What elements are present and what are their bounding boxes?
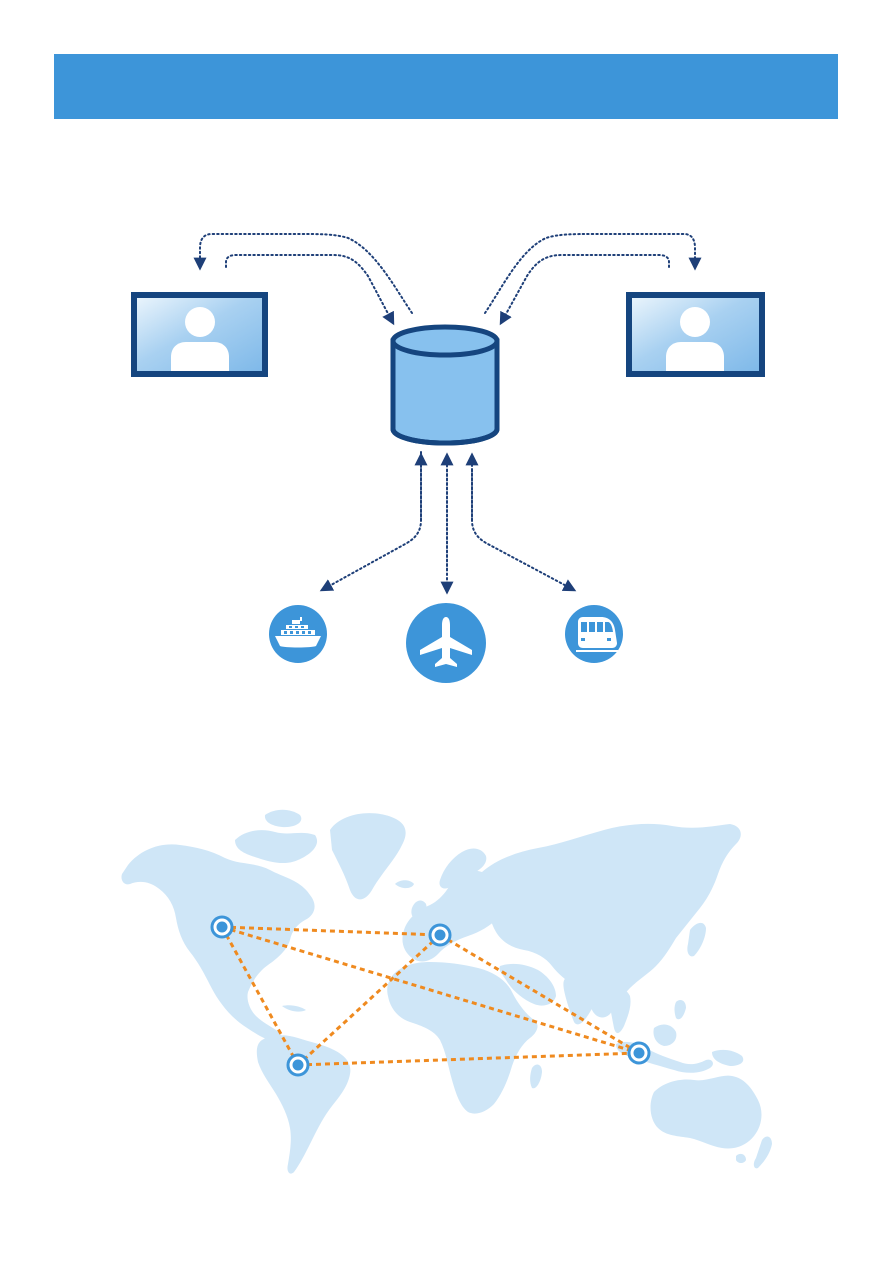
arrow-left-user-to-hub (225, 254, 395, 326)
british-isles (411, 900, 427, 920)
india (563, 974, 598, 1025)
database-icon (390, 324, 500, 446)
location-node-southeast-asia (627, 1041, 651, 1065)
route-lines (220, 925, 640, 1067)
train-icon (565, 605, 623, 663)
japan (687, 922, 706, 957)
arrow-right-user-to-hub (499, 254, 670, 326)
header-banner (54, 54, 838, 119)
user-hub-arrows (193, 233, 702, 326)
asia (482, 823, 741, 1018)
location-node-europe (428, 923, 452, 947)
scandinavia (439, 848, 487, 889)
borneo (653, 1024, 677, 1046)
iceland (395, 880, 414, 889)
tasmania (736, 1153, 746, 1163)
location-node-south-america (286, 1053, 310, 1077)
ship-icon (269, 605, 327, 663)
greenland (330, 813, 406, 900)
north-america (121, 844, 315, 1046)
south-america (256, 1035, 351, 1174)
arrow-hub-to-right-user (484, 233, 702, 314)
new-zealand (753, 1136, 772, 1169)
europe (402, 870, 508, 962)
world-map (121, 809, 772, 1174)
route-north-america-europe (221, 925, 441, 937)
route-south-america-southeast-asia (297, 1051, 640, 1067)
hub-transport-arrows (319, 451, 577, 595)
arrow-hub-to-ferry (319, 451, 422, 592)
user-left-monitor (131, 292, 268, 377)
arrow-hub-to-train (471, 469, 577, 592)
route-europe-southeast-asia (439, 933, 640, 1055)
arctic-islands (235, 830, 318, 864)
user-right-monitor (626, 292, 765, 377)
airplane-icon (406, 603, 486, 683)
user-icon (171, 307, 229, 371)
madagascar (530, 1064, 542, 1089)
africa (387, 962, 538, 1114)
arrow-hub-to-left-user (193, 233, 413, 314)
location-node-north-america (210, 915, 234, 939)
new-guinea (712, 1049, 744, 1066)
arctic-islands-2 (264, 809, 302, 828)
user-icon (666, 307, 724, 371)
indochina (608, 988, 631, 1034)
caribbean (282, 1005, 306, 1012)
route-north-america-southeast-asia (221, 925, 640, 1055)
australia (650, 1075, 762, 1149)
philippines (674, 1000, 686, 1020)
location-nodes (210, 915, 651, 1077)
